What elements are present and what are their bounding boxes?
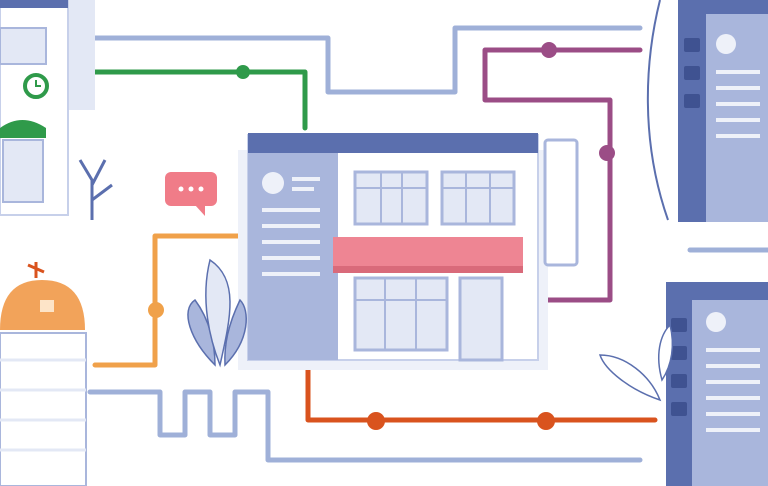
green-node: [236, 65, 250, 79]
orange-dark-path: [305, 367, 658, 423]
top-left-building: [0, 0, 95, 216]
plant-icon: [187, 258, 247, 368]
green-path: [69, 69, 308, 131]
right-top-app-window: [646, 0, 768, 222]
gray-path-top: [77, 25, 643, 95]
dome-building: [0, 262, 87, 486]
orange-light-node: [148, 302, 164, 318]
right-bottom-app-window: [666, 282, 768, 486]
gray-path-bottom: [87, 389, 643, 463]
purple-node-1: [541, 42, 557, 58]
orange-light-path: [92, 233, 248, 368]
tree-icon: [78, 159, 113, 220]
purple-path: [482, 47, 643, 303]
leaf-plant-icon: [598, 323, 674, 402]
storefront-door: [458, 276, 504, 362]
orange-dark-node-1: [367, 412, 385, 430]
chat-bubble-icon: [165, 172, 217, 216]
purple-node-2: [599, 145, 615, 161]
orange-dark-node-2: [537, 412, 555, 430]
central-storefront: [238, 133, 579, 370]
